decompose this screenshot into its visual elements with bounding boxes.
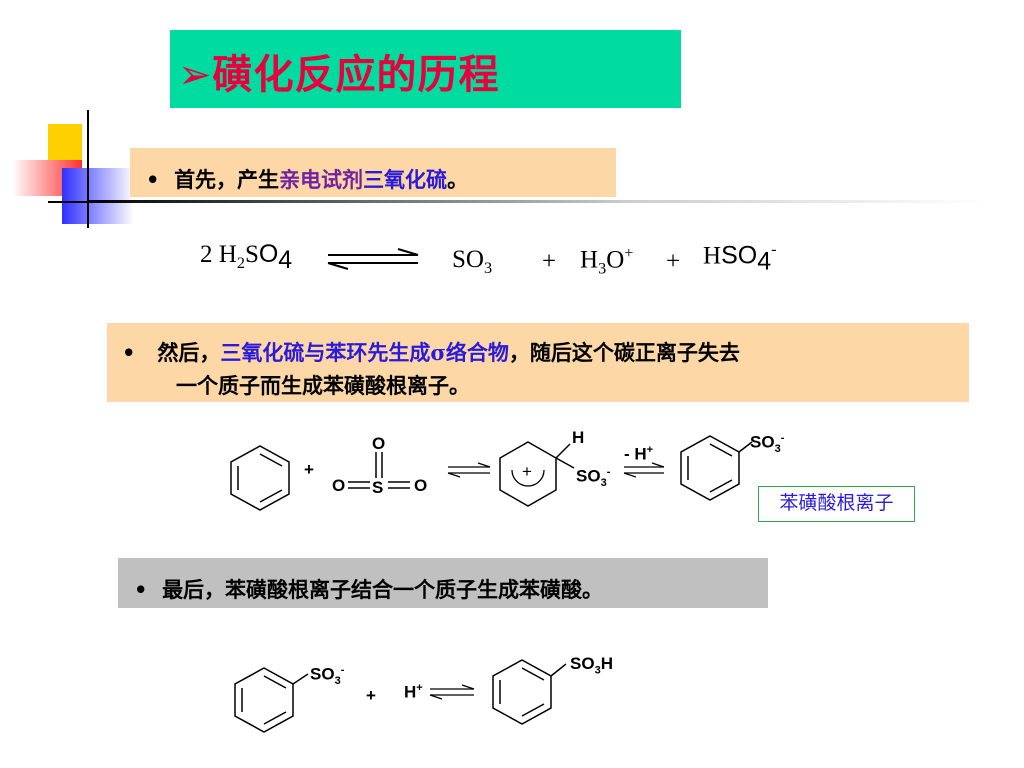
step3-box bbox=[118, 558, 768, 608]
equilibrium-arrow-2 bbox=[446, 462, 492, 482]
equilibrium-arrow-4 bbox=[428, 684, 476, 704]
sigma-h: H bbox=[572, 428, 585, 447]
reaction-3-so3: SO3- bbox=[310, 664, 345, 688]
benzenesulfonate-ring bbox=[678, 432, 758, 506]
equation-1-h3o: H3O+ bbox=[580, 244, 634, 278]
sigma-so3: SO3- bbox=[576, 466, 611, 490]
step2-line2: 一个质子而生成苯磺酸根离子。 bbox=[176, 373, 470, 398]
header-rule bbox=[88, 200, 988, 203]
equation-1-plus-1: + bbox=[542, 248, 557, 275]
so3-structure-bonds bbox=[330, 430, 440, 504]
title-banner bbox=[170, 30, 681, 108]
equation-1-plus-2: + bbox=[666, 248, 681, 275]
sigma-complex-ring bbox=[498, 440, 578, 514]
benzenesulfonate-so3: SO3- bbox=[750, 432, 785, 456]
reaction-3-proton: H+ bbox=[404, 682, 423, 702]
page-title: ➢磺化反应的历程 bbox=[178, 52, 500, 98]
step2-line1: • 然后，三氧化硫与苯环先生成σ络合物，随后这个碳正离子失去 bbox=[122, 340, 740, 365]
equilibrium-arrow-3 bbox=[622, 462, 666, 482]
equation-1-so3: SO3 bbox=[452, 246, 493, 277]
benzenesulfonic-acid-so3h: SO3H bbox=[570, 654, 613, 677]
sigma-charge: + bbox=[522, 462, 532, 481]
corner-decoration bbox=[0, 110, 140, 230]
so3-s: S bbox=[372, 478, 384, 497]
benzenesulfonate-ring-2 bbox=[232, 664, 312, 738]
benzenesulfonate-name-label: 苯磺酸根离子 bbox=[758, 486, 915, 522]
step1-box bbox=[130, 148, 616, 197]
so3-o-left: O bbox=[332, 476, 346, 495]
step1-text: • 首先，产生亲电试剂三氧化硫。 bbox=[146, 167, 469, 192]
benzenesulfonic-acid-ring bbox=[490, 656, 570, 730]
minus-h-label: - H+ bbox=[624, 444, 654, 464]
reaction-3-plus: + bbox=[366, 686, 376, 705]
step2-box bbox=[107, 323, 969, 402]
step3-text: • 最后，苯磺酸根离子结合一个质子生成苯磺酸。 bbox=[134, 577, 604, 602]
reaction-2-plus: + bbox=[304, 460, 314, 479]
equation-1-reactant: 2 H2SO4 bbox=[200, 240, 293, 274]
benzene-ring-1 bbox=[228, 444, 292, 516]
so3-o-top: O bbox=[372, 434, 386, 453]
equilibrium-arrow-1 bbox=[326, 248, 420, 274]
so3-o-right: O bbox=[414, 476, 428, 495]
equation-1-hso4: HSO4- bbox=[703, 240, 777, 276]
